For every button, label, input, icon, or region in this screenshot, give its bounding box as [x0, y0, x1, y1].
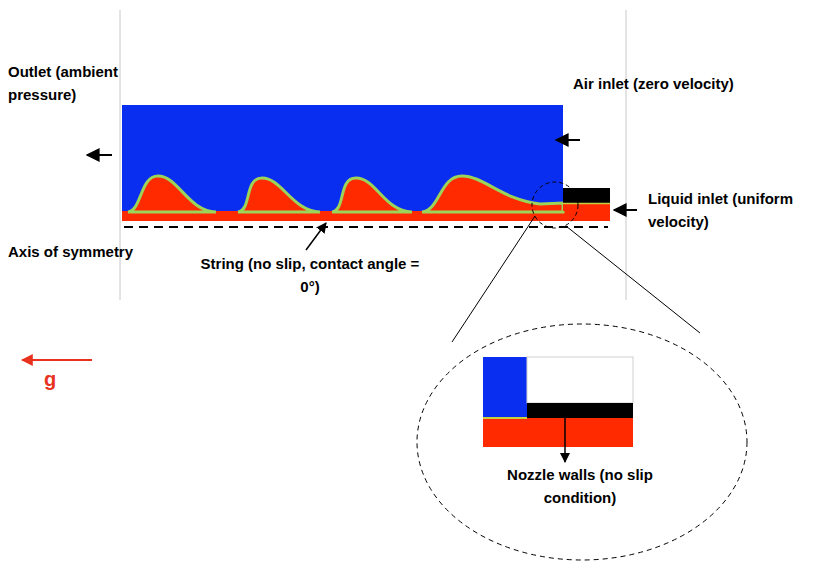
- liquid-inlet-arrow: [614, 209, 637, 211]
- liquid-bead: [128, 176, 216, 212]
- zoom-line: [566, 226, 700, 333]
- boundary-label: Outlet (ambient pressure): [8, 60, 158, 106]
- gravity-arrow: [22, 359, 92, 361]
- inset-outside: [527, 357, 633, 403]
- air-inlet-arrow: [556, 139, 580, 141]
- frame-line: [626, 10, 627, 300]
- air-region: [122, 105, 563, 217]
- boundary-label: Axis of symmetry: [8, 240, 168, 263]
- boundary-label: String (no slip, contact angle = 0°): [190, 252, 430, 298]
- zoom-circle: [532, 182, 578, 228]
- string-leader: [306, 223, 326, 250]
- interface-line: [483, 417, 527, 419]
- boundary-label: Liquid inlet (uniform velocity): [648, 187, 798, 233]
- liquid-bead: [238, 178, 320, 212]
- inset-air: [483, 357, 527, 418]
- zoom-ellipse: [417, 324, 747, 560]
- inset-nozzle-wall: [527, 403, 633, 418]
- nozzle-leader: [564, 418, 566, 462]
- outlet-arrow: [87, 154, 112, 156]
- liquid-beads: [128, 176, 563, 212]
- liquid-film: [563, 203, 610, 211]
- symmetry-axis: [124, 226, 608, 228]
- boundary-label: Nozzle walls (no slip condition): [495, 463, 665, 509]
- inset-liquid: [483, 418, 633, 447]
- zoom-line: [452, 216, 535, 342]
- liquid-bead: [422, 176, 563, 212]
- liquid-bead: [332, 178, 412, 212]
- boundary-label: Air inlet (zero velocity): [573, 72, 773, 95]
- nozzle-wall: [563, 188, 610, 203]
- gravity-label: g: [44, 368, 68, 391]
- interface-line: [563, 203, 610, 205]
